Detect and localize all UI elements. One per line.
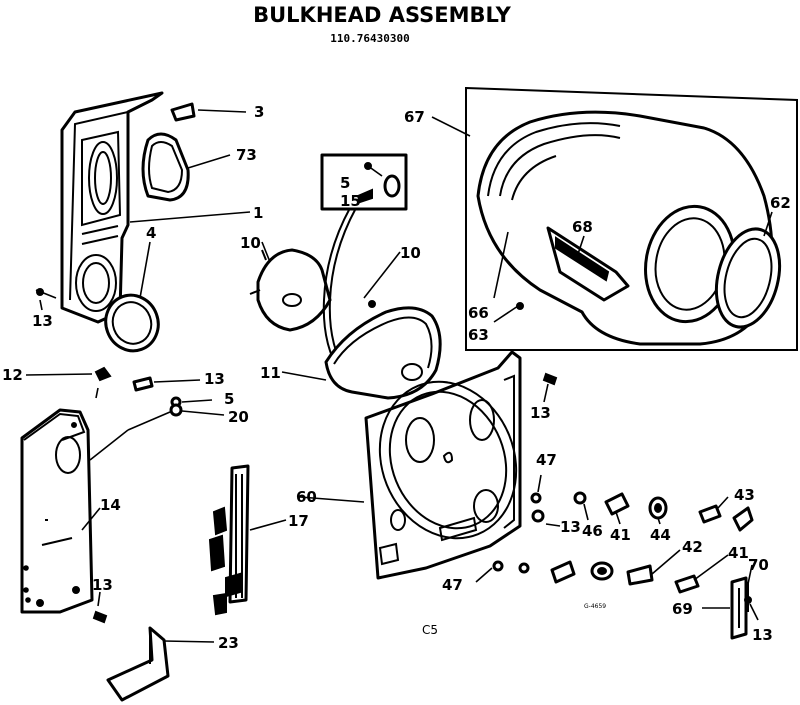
- label-17: 17: [288, 512, 309, 530]
- label-1: 1: [253, 204, 263, 222]
- label-15: 15: [340, 192, 361, 210]
- rear-bulkhead: [364, 350, 522, 580]
- label-14: 14: [100, 496, 121, 514]
- label-12: 12: [2, 366, 23, 384]
- label-42: 42: [682, 538, 703, 556]
- door-seal-ring: [104, 293, 160, 353]
- label-60: 60: [296, 488, 317, 506]
- label-13-rear: 13: [530, 404, 551, 422]
- label-69: 69: [672, 600, 693, 618]
- screw-13-b: [542, 372, 558, 386]
- label-23: 23: [218, 634, 239, 652]
- rear-hardware-chain: [492, 491, 754, 640]
- label-10-blower: 10: [240, 234, 261, 252]
- dryer-drum: [476, 110, 782, 346]
- lint-seal: [141, 132, 190, 202]
- screw-13-a: [35, 288, 57, 299]
- label-73: 73: [236, 146, 257, 164]
- label-13-panel: 13: [32, 312, 53, 330]
- label-70: 70: [748, 556, 769, 574]
- detail-box-5-15: [320, 153, 408, 211]
- label-4: 4: [146, 224, 156, 242]
- label-46: 46: [582, 522, 603, 540]
- label-13-mid: 13: [560, 518, 581, 536]
- blower-housing: [249, 248, 332, 332]
- label-62: 62: [770, 194, 791, 212]
- label-68: 68: [572, 218, 593, 236]
- label-41-right: 41: [728, 544, 749, 562]
- label-67: 67: [404, 108, 425, 126]
- label-47-bottom: 47: [442, 576, 463, 594]
- leader-lines: [25, 109, 773, 643]
- label-63: 63: [468, 326, 489, 344]
- label-5-box: 5: [340, 174, 350, 192]
- label-3: 3: [254, 103, 264, 121]
- label-44: 44: [650, 526, 671, 544]
- label-20: 20: [228, 408, 249, 426]
- label-13-access: 13: [92, 576, 113, 594]
- label-47-top: 47: [536, 451, 557, 469]
- blower-cover: [324, 300, 442, 400]
- screw-13-c: [92, 610, 108, 624]
- label-13-left: 13: [204, 370, 225, 388]
- lint-screen-clip: [170, 102, 196, 122]
- front-bulkhead-panel: [60, 91, 164, 324]
- figure-code: C5: [422, 623, 438, 637]
- label-66: 66: [468, 304, 489, 322]
- label-13-right: 13: [752, 626, 773, 644]
- label-5-left: 5: [224, 390, 234, 408]
- access-panel: [20, 408, 94, 614]
- label-41-left: 41: [610, 526, 631, 544]
- drum-assembly-box: [465, 86, 798, 351]
- mounting-bracket: [106, 626, 170, 702]
- wiring-harness: [208, 464, 250, 616]
- hardware-cluster-left: [94, 366, 183, 417]
- label-11: 11: [260, 364, 281, 382]
- part-number-labels: 3 73 1 4 13 12 13 5 20 14 13 17 23 10 5 …: [2, 103, 791, 652]
- label-43: 43: [734, 486, 755, 504]
- label-10-cover: 10: [400, 244, 421, 262]
- diagram-title: BULKHEAD ASSEMBLY: [253, 3, 512, 27]
- model-number: 110.76430300: [330, 32, 409, 45]
- drawing-number: G-4659: [584, 603, 606, 610]
